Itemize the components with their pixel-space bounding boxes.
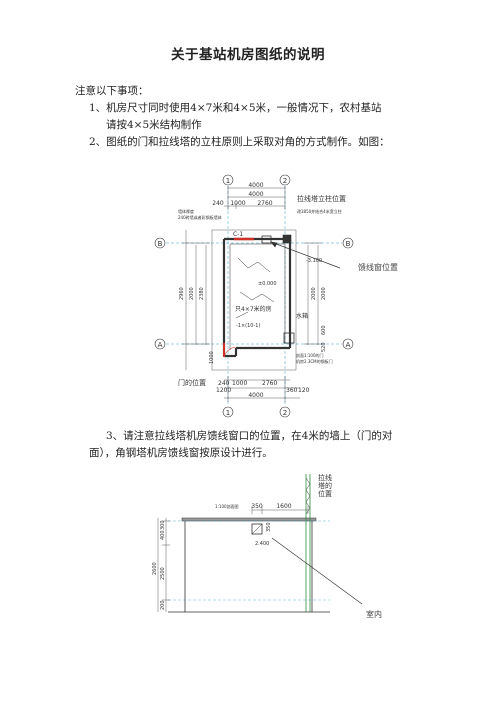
indoor-caption: 室内 [366,610,382,619]
axis-label-1-bottom: 1 [226,409,230,417]
dim-left-3: 1000 [209,351,215,364]
section-drawing [157,474,363,613]
indoor-leader [271,537,363,605]
axis-circle-2-top [279,174,291,186]
section-top-dims [251,506,309,514]
feeder-window-box [261,235,272,244]
dim-bottom-4: 360 [286,387,298,394]
section-left-dims [157,518,170,612]
plan-outer-boundary [211,229,297,371]
section-dim-top-1: 1600 [276,503,291,510]
floor-plan-drawing [154,174,354,418]
section-feeder-window [251,523,263,535]
axis-circle-b-left [154,237,166,249]
tower-column [282,234,292,244]
left-dimension-lines [182,230,210,370]
axis-label-1-top: 1 [226,177,230,185]
tower-position-label: 拉线塔立柱位置 [297,194,346,203]
axis-circle-a-right [342,338,354,350]
section-top-left-note: 1:100剖面图 [215,503,239,509]
inner-wall-lines [229,243,286,350]
dim-left-0: 2960 [179,287,185,300]
section-window-diagonal [251,523,263,535]
axis-circle-2-bottom [279,406,291,418]
plan-left-note-1: 墙体厚度 [178,208,194,214]
window-level: -3.100 [306,258,322,264]
axis-label-a-right: A [346,341,351,349]
floor-level: ±0.000 [258,281,277,287]
section-dim-top-0: 350 [251,503,263,510]
door-swing [223,346,237,358]
room-size-label: 只4×7米的房 [235,305,272,313]
item-1-line-2: 请按4×5米结构制作 [106,119,202,131]
axis-label-2-top: 2 [283,177,287,185]
wall-size-label: -1×(10-1) [236,323,260,329]
axis-label-2-bottom: 2 [283,409,287,417]
item-3-line-2: 面），角钢塔机房馈线窗按原设计进行。 [89,447,273,459]
axis-label-b-right: B [346,240,351,248]
feeder-leader [270,241,341,269]
dim-right-3: 520 [321,342,327,352]
section-tower-label-1: 拉线 [318,473,332,482]
dim-right-0: 2000 [311,287,317,300]
axis-circle-b-right [342,237,354,249]
tower-truss [305,477,311,515]
plan-labels: 1 2 1 2 B B A A 4000 4000 240 1000 2760 … [158,177,351,417]
roof-slab [181,517,317,522]
dim-bottom-6: 4000 [248,392,263,399]
item-1-line-1: 1、机房尺寸同时使用4×7米和4×5米，一般情况下，农村基站 [89,102,382,114]
dim-left-1: 2000 [189,287,195,300]
dim-top-0: 4000 [248,182,263,189]
page-title: 关于基站机房图纸的说明 [171,47,325,63]
intro-text: 注意以下事项： [75,85,149,97]
water-box-label: 水箱 [296,312,308,320]
section-window-dim: 350 [266,522,272,532]
dim-bottom-5: 120 [298,387,310,394]
axis-circle-a-left [154,338,166,350]
section-dim-left-4: 200 [160,600,166,610]
section-level: 2.400 [255,541,269,547]
right-dimension-lines [304,242,322,345]
section-dim-left-3: 2600 [152,562,158,575]
section-labels: 拉线 塔的 位置 350 1600 350 2.400 1:100剖面图 400… [152,473,332,610]
top-dimension-lines [224,186,286,210]
item-3-line-1: 3、请注意拉线塔机房馈线窗口的位置，在4米的墙上（门的对 [106,430,393,442]
dim-right-1: 2000 [321,287,327,300]
section-dim-left-1: 300 [160,520,166,530]
door-position-label: 门的位置 [178,378,206,387]
dim-bottom-3: 1200 [216,387,231,394]
door-note-2: 机房2.3CM的钢板门 [296,358,333,364]
dim-bottom-1: 1000 [232,380,247,387]
axis-label-a-left: A [158,341,163,349]
axis-circle-1-bottom [222,406,234,418]
dim-right-2: 600 [321,325,327,335]
section-tower-label-2: 塔的 [318,481,332,490]
door-note: 剖面1:100的门 [296,352,324,358]
dim-top-3: 1000 [230,200,245,207]
window-c1-label: C-1 [233,231,243,238]
dim-left-2: 2380 [199,287,205,300]
water-box [283,332,295,344]
item-2-text: 2、图纸的门和拉线塔的立柱原则上采取对角的方式制作。如图： [89,136,390,148]
section-tower-label-3: 位置 [318,489,332,498]
section-dim-left-2: 2500 [160,567,166,580]
section-level-lines [168,520,330,601]
feeder-window-caption: 馈线窗位置 [358,263,398,272]
plan-diagonals [235,257,275,319]
section-dim-left-0: 400 [160,530,166,540]
dim-bottom-0: 240 [218,380,230,387]
feeder-arrow-head [270,241,278,248]
dim-bottom-2: 2760 [262,380,277,387]
axis-circle-1-top [222,174,234,186]
dim-top-4: 2760 [257,200,272,207]
room-walls [222,237,292,358]
dim-top-2: 240 [212,200,224,207]
axis-label-b-left: B [158,240,163,248]
bottom-dimension-lines [224,376,300,402]
dim-top-1: 4000 [248,191,263,198]
plan-right-note: 改3850并结合4米宽立柱 [297,208,342,214]
plan-left-note-2: 240砖墙或者彩钢板墙体 [178,214,222,220]
